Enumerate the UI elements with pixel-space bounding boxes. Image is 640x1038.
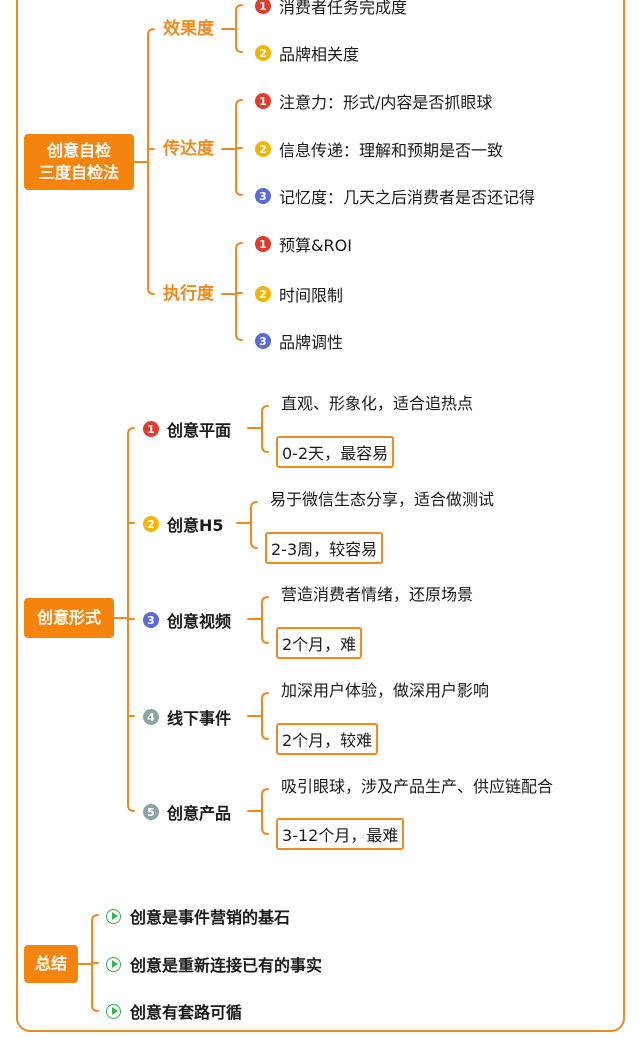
leaf-effect-1: 1 消费者任务完成度 xyxy=(255,0,407,18)
branch-form-h5: 2 创意H5 xyxy=(143,512,224,536)
number-badge-icon: 3 xyxy=(143,612,159,628)
play-circle-icon xyxy=(106,956,121,972)
leaf-text: 品牌调性 xyxy=(279,333,344,352)
leaf-text: 预算&ROI xyxy=(279,236,352,255)
connector-s1-root-spine xyxy=(147,28,155,295)
leaf-effect-2: 2 品牌相关度 xyxy=(255,41,359,65)
root-self-check-line2: 三度自检法 xyxy=(38,163,119,182)
number-badge-icon: 5 xyxy=(143,804,159,820)
summary-item-2: 创意是重新连接已有的事实 xyxy=(106,952,322,976)
desc-product: 吸引眼球，涉及产品生产、供应链配合 xyxy=(281,777,554,796)
connector-offline-spine xyxy=(261,692,269,740)
number-badge-icon: 4 xyxy=(143,709,159,725)
branch-label: 创意产品 xyxy=(167,804,232,823)
branch-label: 线下事件 xyxy=(167,709,232,728)
time-box-video: 2个月，难 xyxy=(276,627,363,659)
play-circle-icon xyxy=(106,1003,121,1019)
number-badge-icon: 3 xyxy=(255,188,271,204)
number-badge-icon: 1 xyxy=(255,0,271,14)
branch-label: 创意平面 xyxy=(167,421,232,440)
time-box-product: 3-12个月，最难 xyxy=(276,818,405,850)
leaf-text: 消费者任务完成度 xyxy=(279,0,408,17)
number-badge-icon: 2 xyxy=(143,516,159,532)
number-badge-icon: 2 xyxy=(255,286,271,302)
root-creative-forms-label: 创意形式 xyxy=(36,608,101,627)
branch-form-offline: 4 线下事件 xyxy=(143,705,231,729)
connector-print-spine xyxy=(261,405,269,453)
branch-form-video: 3 创意视频 xyxy=(143,608,231,632)
summary-text: 创意是事件营销的基石 xyxy=(130,908,291,927)
number-badge-icon: 3 xyxy=(255,333,271,349)
time-box-print: 0-2天，最容易 xyxy=(276,436,395,468)
connector-video-spine xyxy=(261,596,269,644)
leaf-text: 注意力：形式/内容是否抓眼球 xyxy=(279,93,493,112)
connector-execution-spine xyxy=(235,242,243,341)
branch-label: 创意视频 xyxy=(167,612,232,631)
summary-item-3: 创意有套路可循 xyxy=(106,999,242,1023)
branch-form-product: 5 创意产品 xyxy=(143,800,231,824)
desc-offline: 加深用户体验，做深用户影响 xyxy=(281,681,490,700)
play-circle-icon xyxy=(106,908,121,924)
branch-delivery: 传达度 xyxy=(163,139,214,159)
leaf-text: 品牌相关度 xyxy=(279,45,360,64)
number-badge-icon: 1 xyxy=(255,236,271,252)
root-summary: 总结 xyxy=(24,945,78,983)
leaf-text: 信息传递：理解和预期是否一致 xyxy=(279,141,504,160)
outer-frame xyxy=(16,0,625,1032)
leaf-text: 时间限制 xyxy=(279,286,344,305)
branch-form-print: 1 创意平面 xyxy=(143,417,231,441)
leaf-execution-1: 1 预算&ROI xyxy=(255,232,352,256)
summary-text: 创意是重新连接已有的事实 xyxy=(130,956,323,975)
branch-execution: 执行度 xyxy=(163,284,214,304)
summary-item-1: 创意是事件营销的基石 xyxy=(106,904,290,928)
time-box-offline: 2个月，较难 xyxy=(276,723,379,755)
root-creative-forms: 创意形式 xyxy=(24,598,114,638)
number-badge-icon: 2 xyxy=(255,141,271,157)
branch-effect: 效果度 xyxy=(163,19,214,39)
connector-product-spine xyxy=(261,788,269,835)
number-badge-icon: 1 xyxy=(143,421,159,437)
summary-text: 创意有套路可循 xyxy=(130,1003,243,1022)
number-badge-icon: 2 xyxy=(255,45,271,61)
desc-video: 营造消费者情绪，还原场景 xyxy=(281,585,474,604)
root-summary-label: 总结 xyxy=(34,954,67,973)
leaf-delivery-1: 1 注意力：形式/内容是否抓眼球 xyxy=(255,89,492,113)
leaf-execution-3: 3 品牌调性 xyxy=(255,329,343,353)
number-badge-icon: 1 xyxy=(255,93,271,109)
root-self-check-line1: 创意自检 xyxy=(46,141,111,160)
leaf-text: 记忆度：几天之后消费者是否还记得 xyxy=(279,188,536,207)
leaf-execution-2: 2 时间限制 xyxy=(255,282,343,306)
root-self-check: 创意自检 三度自检法 xyxy=(24,134,134,190)
desc-h5: 易于微信生态分享，适合做测试 xyxy=(270,490,495,509)
leaf-delivery-2: 2 信息传递：理解和预期是否一致 xyxy=(255,137,503,161)
time-box-h5: 2-3周，较容易 xyxy=(265,532,384,564)
connector-effect-spine xyxy=(235,4,243,53)
desc-print: 直观、形象化，适合追热点 xyxy=(281,394,474,413)
branch-label: 创意H5 xyxy=(167,516,224,535)
connector-h5-spine xyxy=(250,501,258,549)
leaf-delivery-3: 3 记忆度：几天之后消费者是否还记得 xyxy=(255,184,535,208)
